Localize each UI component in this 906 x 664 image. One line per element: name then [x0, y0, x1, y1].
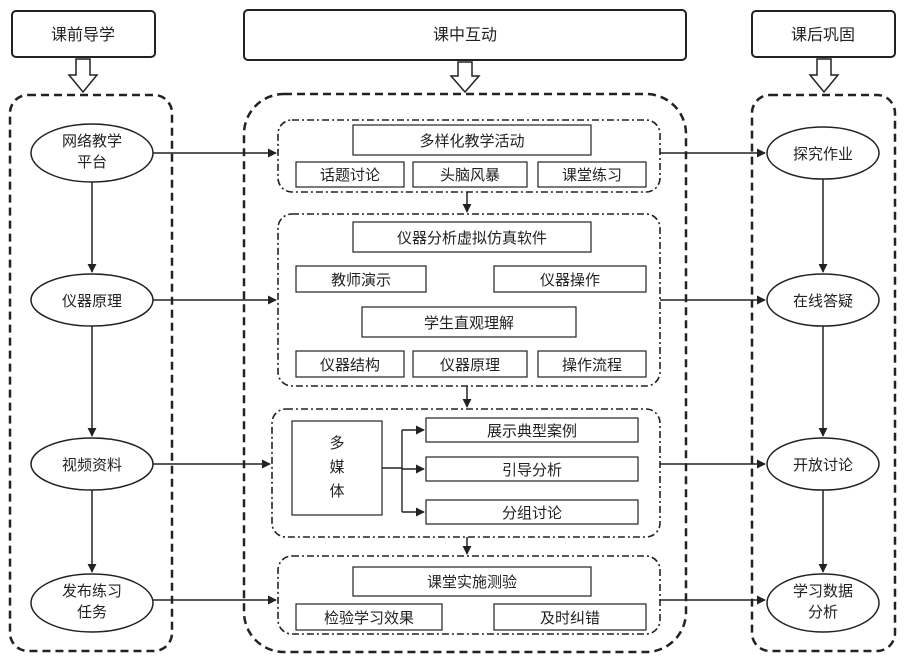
activity-class-exercise-label: 课堂练习 — [562, 166, 622, 184]
sim-instrument-structure-label: 仪器结构 — [320, 356, 380, 374]
sim-teacher-demo: 教师演示 — [295, 265, 427, 293]
panel-quiz-title-text: 课堂实施测验 — [427, 573, 517, 591]
sim-instrument-operation-label: 仪器操作 — [540, 271, 600, 289]
multimedia-box: 多 媒 体 — [291, 420, 383, 516]
panel-quiz — [277, 555, 661, 635]
pre-node-exercise-line1: 发布练习 — [62, 582, 122, 600]
pre-node-exercise-line2: 任务 — [77, 603, 107, 621]
mm-typical-cases: 展示典型案例 — [425, 417, 639, 443]
post-class-container — [750, 93, 897, 653]
sim-instrument-operation: 仪器操作 — [493, 265, 647, 293]
pre-node-principle: 仪器原理 — [30, 273, 154, 327]
post-node-analytics-line2: 分析 — [808, 603, 838, 621]
activity-topic-discussion: 话题讨论 — [295, 161, 405, 188]
header-in-label: 课中互动 — [433, 25, 497, 44]
pre-node-platform-line1: 网络教学 — [62, 132, 122, 150]
post-node-analytics: 学习数据 分析 — [766, 573, 880, 633]
in-class-container — [242, 92, 688, 654]
sim-teacher-demo-label: 教师演示 — [331, 271, 391, 289]
sim-operation-flow: 操作流程 — [537, 350, 647, 378]
pre-node-video: 视频资料 — [30, 437, 154, 491]
header-pre-label: 课前导学 — [51, 25, 115, 44]
panel-simulation-title: 仪器分析虚拟仿真软件 — [352, 221, 592, 253]
header-in-class: 课中互动 — [243, 9, 687, 61]
sim-student-understanding: 学生直观理解 — [361, 306, 577, 338]
pre-node-video-label: 视频资料 — [62, 456, 122, 474]
panel-simulation — [277, 213, 661, 387]
panel-activities-title: 多样化教学活动 — [352, 124, 592, 156]
pre-node-principle-label: 仪器原理 — [62, 292, 122, 310]
multimedia-char-1: 多 — [329, 434, 344, 452]
quiz-timely-correction: 及时纠错 — [493, 603, 647, 631]
sim-operation-flow-label: 操作流程 — [562, 356, 622, 374]
panel-simulation-title-text: 仪器分析虚拟仿真软件 — [397, 229, 547, 247]
pre-node-platform-line2: 平台 — [77, 153, 107, 171]
panel-quiz-title: 课堂实施测验 — [352, 566, 592, 597]
mm-guided-analysis: 引导分析 — [425, 456, 639, 482]
hollow-arrow-post — [808, 58, 840, 94]
panel-activities — [277, 119, 661, 193]
pre-node-exercise: 发布练习 任务 — [30, 573, 154, 633]
post-node-discussion-label: 开放讨论 — [793, 456, 853, 474]
mm-group-discussion: 分组讨论 — [425, 499, 639, 525]
quiz-timely-correction-label: 及时纠错 — [540, 609, 600, 627]
post-node-analytics-line1: 学习数据 — [793, 582, 853, 600]
hollow-arrow-pre — [67, 58, 99, 94]
sim-instrument-structure: 仪器结构 — [295, 350, 405, 378]
header-post-class: 课后巩固 — [751, 10, 896, 58]
panel-activities-title-text: 多样化教学活动 — [419, 132, 524, 150]
post-node-homework-label: 探究作业 — [793, 145, 853, 163]
sim-instrument-principle: 仪器原理 — [412, 350, 528, 378]
activity-topic-discussion-label: 话题讨论 — [320, 166, 380, 184]
activity-brainstorm: 头脑风暴 — [412, 161, 528, 188]
mm-branch-arrows — [382, 425, 425, 517]
quiz-check-effect-label: 检验学习效果 — [324, 609, 414, 627]
mm-guided-analysis-label: 引导分析 — [502, 461, 562, 479]
post-node-qa: 在线答疑 — [766, 273, 880, 327]
multimedia-char-2: 媒 — [329, 458, 344, 476]
quiz-check-effect: 检验学习效果 — [295, 603, 443, 631]
header-post-label: 课后巩固 — [791, 25, 855, 44]
panel-multimedia — [271, 408, 661, 538]
sim-instrument-principle-label: 仪器原理 — [440, 356, 500, 374]
mm-group-discussion-label: 分组讨论 — [502, 504, 562, 522]
multimedia-char-3: 体 — [329, 482, 344, 500]
pre-node-platform: 网络教学 平台 — [30, 123, 154, 183]
header-pre-class: 课前导学 — [11, 10, 156, 58]
sim-student-understanding-label: 学生直观理解 — [424, 314, 514, 332]
post-node-qa-label: 在线答疑 — [793, 292, 853, 310]
post-node-discussion: 开放讨论 — [766, 437, 880, 491]
activity-brainstorm-label: 头脑风暴 — [440, 166, 500, 184]
mm-typical-cases-label: 展示典型案例 — [487, 422, 577, 440]
activity-class-exercise: 课堂练习 — [537, 161, 647, 188]
hollow-arrow-in — [449, 61, 481, 94]
post-node-homework: 探究作业 — [766, 126, 880, 180]
